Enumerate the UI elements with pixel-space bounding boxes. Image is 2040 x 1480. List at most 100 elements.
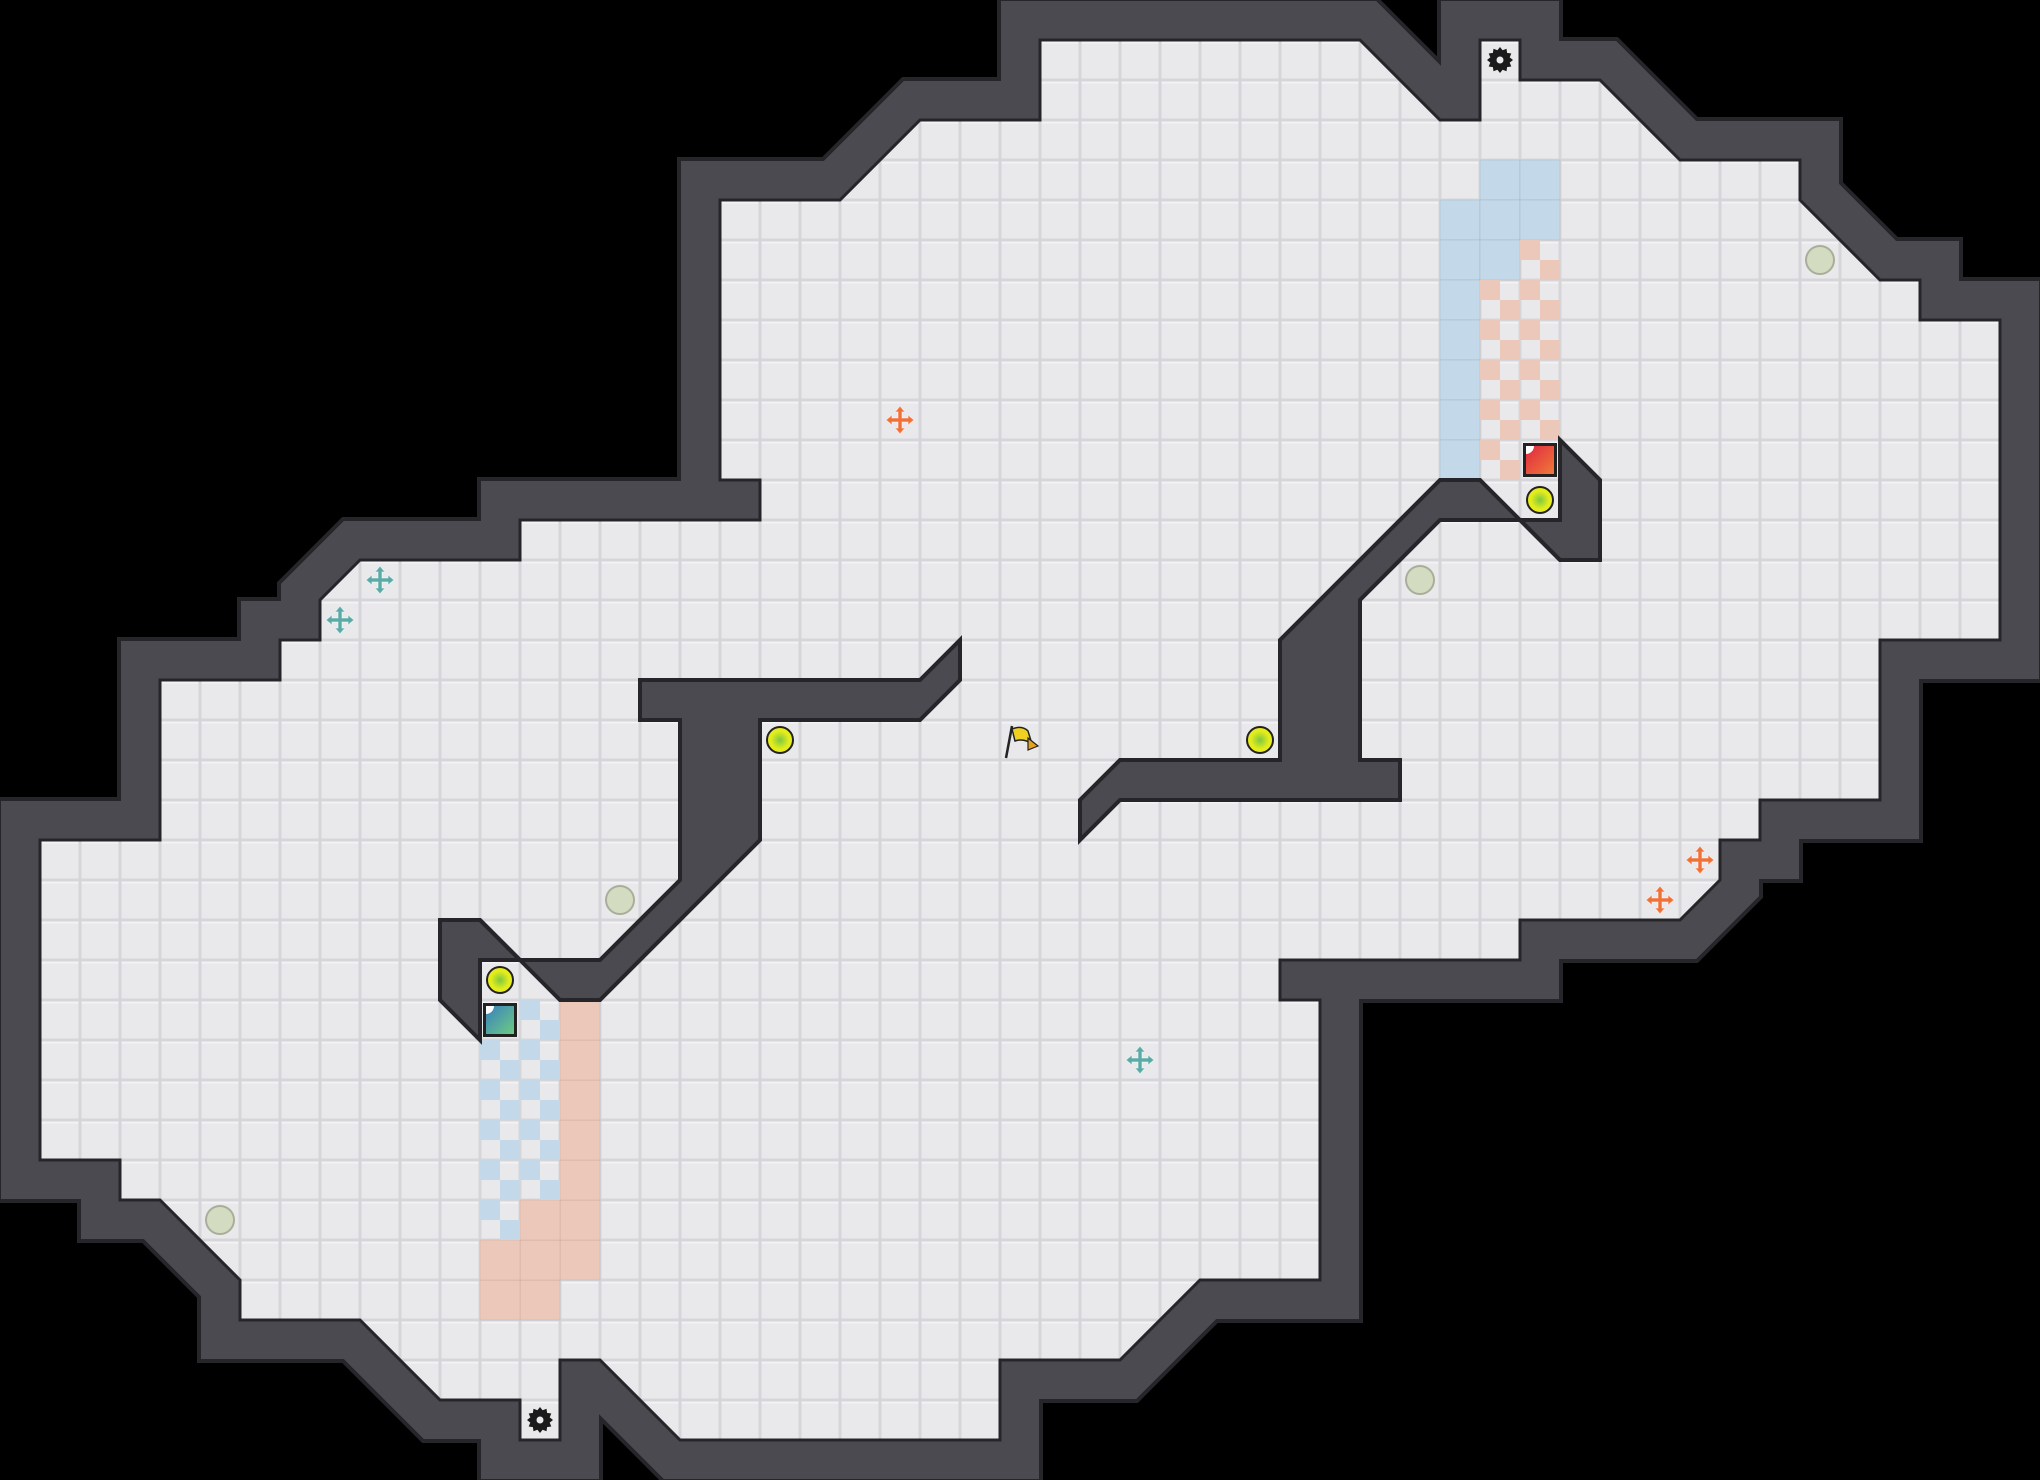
disc-icon[interactable] — [1405, 565, 1435, 595]
checker-quad — [1520, 360, 1540, 380]
red-block-icon[interactable] — [1523, 443, 1557, 477]
checker-quad — [480, 1200, 500, 1220]
blue-painted-tile — [1439, 319, 1481, 361]
checker-quad — [1480, 440, 1500, 460]
move-cross-icon[interactable] — [885, 405, 915, 435]
orange-painted-tile — [479, 1239, 521, 1281]
blue-painted-tile — [1479, 239, 1521, 281]
blue-checker-tile — [520, 1040, 560, 1080]
cross-arrows — [365, 565, 395, 595]
orange-checker-tile — [1480, 360, 1520, 400]
ball-icon[interactable] — [486, 966, 514, 994]
checker-quad — [480, 1160, 500, 1180]
gear-icon[interactable] — [1487, 47, 1513, 73]
checker-quad — [1520, 280, 1540, 300]
orange-checker-tile — [1520, 240, 1560, 280]
checker-quad — [520, 1040, 540, 1060]
move-cross-icon[interactable] — [1685, 845, 1715, 875]
gear-icon[interactable] — [527, 1407, 553, 1433]
checker-quad — [500, 1060, 520, 1080]
move-cross-icon[interactable] — [1645, 885, 1675, 915]
orange-painted-tile — [559, 1079, 601, 1121]
gear-hole — [536, 1416, 544, 1424]
cross-arrows — [1125, 1045, 1155, 1075]
checker-quad — [500, 1100, 520, 1120]
teal-block-icon[interactable] — [483, 1003, 517, 1037]
orange-checker-tile — [1480, 400, 1520, 440]
orange-checker-tile — [1480, 280, 1520, 320]
checker-quad — [520, 1000, 540, 1020]
block-shine — [1526, 446, 1534, 454]
blue-painted-tile — [1439, 279, 1481, 321]
orange-checker-tile — [1480, 320, 1520, 360]
orange-painted-tile — [519, 1239, 561, 1281]
checker-quad — [1540, 420, 1560, 440]
checker-quad — [1500, 340, 1520, 360]
blue-painted-tile — [1479, 159, 1521, 201]
orange-checker-tile — [1520, 320, 1560, 360]
checker-quad — [1480, 360, 1500, 380]
flag-icon[interactable] — [1004, 725, 1040, 759]
inner-walls — [438, 435, 1602, 1045]
ball-icon[interactable] — [766, 726, 794, 754]
checker-quad — [500, 1220, 520, 1240]
checker-quad — [540, 1020, 560, 1040]
checker-quad — [520, 1080, 540, 1100]
ball-icon[interactable] — [1246, 726, 1274, 754]
disc-icon[interactable] — [605, 885, 635, 915]
checker-quad — [1500, 460, 1520, 480]
checker-quad — [480, 1080, 500, 1100]
cross-arrows — [1645, 885, 1675, 915]
checker-quad — [1540, 260, 1560, 280]
disc-icon[interactable] — [205, 1205, 235, 1235]
orange-painted-tile — [479, 1279, 521, 1321]
painted-tiles — [479, 159, 1561, 1321]
checker-quad — [520, 1160, 540, 1180]
blue-painted-tile — [1439, 359, 1481, 401]
checker-quad — [1540, 380, 1560, 400]
blue-checker-tile — [520, 1120, 560, 1160]
orange-painted-tile — [559, 999, 601, 1041]
checker-quad — [480, 1120, 500, 1140]
move-cross-icon[interactable] — [365, 565, 395, 595]
move-cross-icon[interactable] — [325, 605, 355, 635]
checker-quad — [1520, 320, 1540, 340]
blue-checker-tile — [480, 1040, 520, 1080]
gear-hole — [1496, 56, 1504, 64]
block-shine — [486, 1006, 494, 1014]
blue-painted-tile — [1439, 399, 1481, 441]
checker-quad — [540, 1140, 560, 1160]
blue-painted-tile — [1439, 439, 1481, 481]
blue-checker-tile — [480, 1200, 520, 1240]
disc-icon[interactable] — [1805, 245, 1835, 275]
orange-painted-tile — [559, 1119, 601, 1161]
blue-painted-tile — [1519, 199, 1561, 241]
blue-painted-tile — [1479, 199, 1521, 241]
blue-painted-tile — [1439, 199, 1481, 241]
checker-quad — [1540, 300, 1560, 320]
cross-arrows — [885, 405, 915, 435]
checker-quad — [1520, 240, 1540, 260]
ball-icon[interactable] — [1526, 486, 1554, 514]
blue-painted-tile — [1439, 239, 1481, 281]
orange-checker-tile — [1480, 440, 1520, 480]
checker-quad — [1500, 380, 1520, 400]
checker-quad — [1500, 300, 1520, 320]
checker-quad — [540, 1060, 560, 1080]
cross-arrows — [1685, 845, 1715, 875]
orange-painted-tile — [559, 1199, 601, 1241]
orange-checker-tile — [1520, 400, 1560, 440]
orange-painted-tile — [559, 1039, 601, 1081]
blue-checker-tile — [520, 1080, 560, 1120]
checker-quad — [1480, 320, 1500, 340]
blue-checker-tile — [480, 1120, 520, 1160]
orange-painted-tile — [559, 1159, 601, 1201]
flag-tail — [1027, 736, 1040, 751]
checker-quad — [1520, 400, 1540, 420]
move-cross-icon[interactable] — [1125, 1045, 1155, 1075]
checker-quad — [480, 1040, 500, 1060]
checker-quad — [500, 1140, 520, 1160]
inner-wall — [478, 635, 962, 1002]
checker-quad — [500, 1180, 520, 1200]
